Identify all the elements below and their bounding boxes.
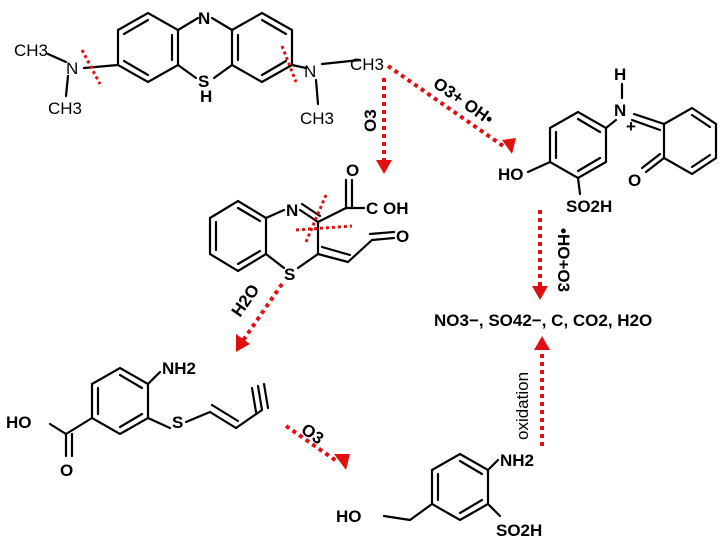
ring-hydrogen-label: H	[200, 87, 212, 106]
intermediate-2-structure: NH2 HO O S	[6, 359, 270, 480]
intermediate-4-hydrogen-label: H	[614, 65, 626, 84]
right-methyl-bottom-label: CH3	[300, 109, 334, 128]
arrow-oxidation-head	[534, 336, 550, 350]
intermediate-1-nitrogen-label: N	[286, 201, 298, 220]
final-products-label: NO3−, SO42−, C, CO2, H2O	[434, 311, 652, 330]
intermediate-3-nh2-label: NH2	[500, 451, 534, 470]
intermediate-4-plus-label: +	[626, 117, 636, 136]
label-oxidation: oxidation	[513, 372, 532, 440]
label-ozone-hydroxyl: O3+ OH•	[430, 74, 497, 129]
intermediate-1-carbonyl-oxygen-label: O	[346, 161, 359, 180]
intermediate-4-so3h-label: SO2H	[566, 197, 612, 216]
intermediate-1-structure: N S O C OH O	[208, 161, 409, 284]
label-ozone: O3	[361, 109, 380, 132]
ring-nitrogen-label: N	[198, 9, 210, 28]
intermediate-3-so3h-label: SO2H	[496, 521, 542, 540]
right-amine-nitrogen-label: N	[304, 62, 316, 81]
intermediate-3-benzene-ring	[430, 452, 490, 522]
intermediate-2-oxygen-label: O	[60, 461, 73, 480]
right-methyl-top-label: CH3	[350, 55, 384, 74]
methylene-blue-structure: N S H N CH3 CH3 N CH3 CH3	[14, 9, 384, 128]
label-water: H2O	[228, 281, 264, 321]
intermediate-2-sulfur-label: S	[172, 413, 183, 432]
label-hydroxyl-ozone: •HO+O3	[554, 228, 573, 292]
ring-sulfur-label: S	[198, 72, 209, 91]
intermediate-4-structure: H N + HO O SO2H	[498, 65, 718, 216]
left-methyl-bottom-label: CH3	[48, 99, 82, 118]
label-ozone-lower: O3	[298, 420, 327, 449]
intermediate-1-cooh-label: C OH	[366, 199, 409, 218]
left-amine-nitrogen-label: N	[66, 59, 78, 78]
arrow-water-head	[236, 334, 250, 352]
intermediate-3-ho-label: HO	[336, 507, 362, 526]
intermediate-1-sulfur-label: S	[284, 265, 295, 284]
left-methyl-top-label: CH3	[14, 41, 48, 60]
intermediate-1-benzene-ring	[208, 199, 268, 273]
arrow-ozone-lower	[284, 424, 340, 464]
arrow-ozone-down-head	[376, 160, 392, 174]
arrow-ozone-hydroxyl-head	[502, 138, 516, 154]
arrow-hydroxyl-ozone-head	[532, 286, 548, 300]
intermediate-1-aldehyde-oxygen-label: O	[396, 227, 409, 246]
intermediate-4-phenol-ring	[548, 110, 608, 180]
arrow-ozone-lower-head	[334, 454, 350, 470]
reaction-arrows	[236, 64, 550, 470]
arrow-water	[240, 282, 284, 344]
intermediate-2-nh2-label: NH2	[162, 359, 196, 378]
intermediate-4-nitrogen-label: N	[614, 101, 626, 120]
intermediate-2-ho-label: HO	[6, 413, 32, 432]
intermediate-4-ho-label: HO	[498, 165, 524, 184]
intermediate-4-quinone-ring	[662, 106, 718, 176]
intermediate-3-structure: NH2 HO SO2H	[336, 451, 542, 540]
intermediate-4-oxygen-label: O	[628, 171, 641, 190]
intermediate-2-benzene-ring	[90, 366, 150, 436]
methylene-blue-left-ring	[116, 11, 180, 84]
